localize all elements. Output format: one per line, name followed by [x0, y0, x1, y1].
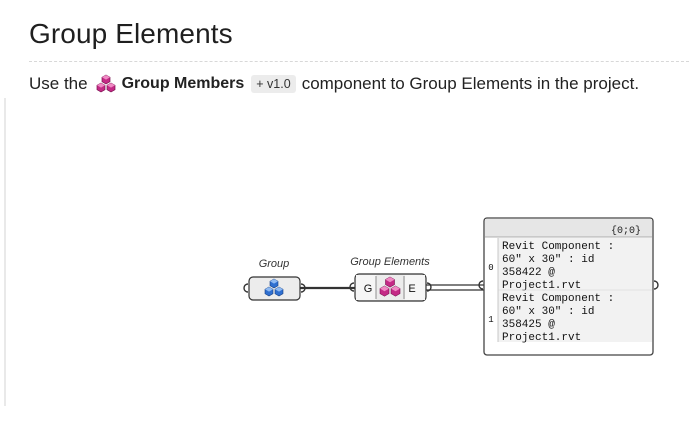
content-left-border: [4, 98, 6, 406]
panel-item-line: 60" x 30" : id: [502, 254, 594, 266]
group-param-icon: [264, 278, 284, 297]
panel-item-line: 358422 @: [502, 267, 555, 279]
panel-item-line: 358425 @: [502, 319, 555, 331]
panel-item-line: Project1.rvt: [502, 332, 581, 344]
panel-item: 0 Revit Component : 60" x 30" : id 35842…: [488, 241, 614, 292]
group-param-node[interactable]: [243, 276, 306, 301]
title-divider: [29, 61, 689, 62]
panel-item: 1 Revit Component : 60" x 30" : id 35842…: [488, 293, 614, 344]
output-e-label: E: [408, 283, 415, 295]
panel-path-label: {0;0}: [611, 225, 641, 237]
group-members-icon: [96, 74, 115, 93]
panel-item-line: Revit Component :: [502, 241, 614, 253]
panel-item-line: 60" x 30" : id: [502, 306, 594, 318]
component-name: Group Members: [121, 75, 245, 92]
param-node-label: Group: [259, 258, 290, 270]
panel-item-line: Project1.rvt: [502, 280, 581, 292]
page-title: Group Elements: [29, 18, 233, 49]
component-node-label: Group Elements: [350, 256, 430, 268]
output-panel[interactable]: {0;0} 0 Revit Component : 60" x 30" : id…: [478, 217, 659, 356]
intro-paragraph: Use the Group Members + v1.0 component t…: [29, 72, 639, 96]
intro-suffix: component to Group Elements in the proje…: [301, 74, 640, 93]
panel-item-index: 1: [488, 315, 493, 325]
wire-component-to-panel: [426, 284, 484, 291]
intro-prefix: Use the: [29, 74, 88, 93]
group-members-icon: [379, 276, 401, 297]
version-badge: + v1.0: [251, 75, 296, 93]
group-elements-component[interactable]: G E: [349, 273, 432, 302]
panel-item-line: Revit Component :: [502, 293, 614, 305]
input-g-label: G: [364, 283, 373, 295]
panel-item-index: 0: [488, 263, 493, 273]
